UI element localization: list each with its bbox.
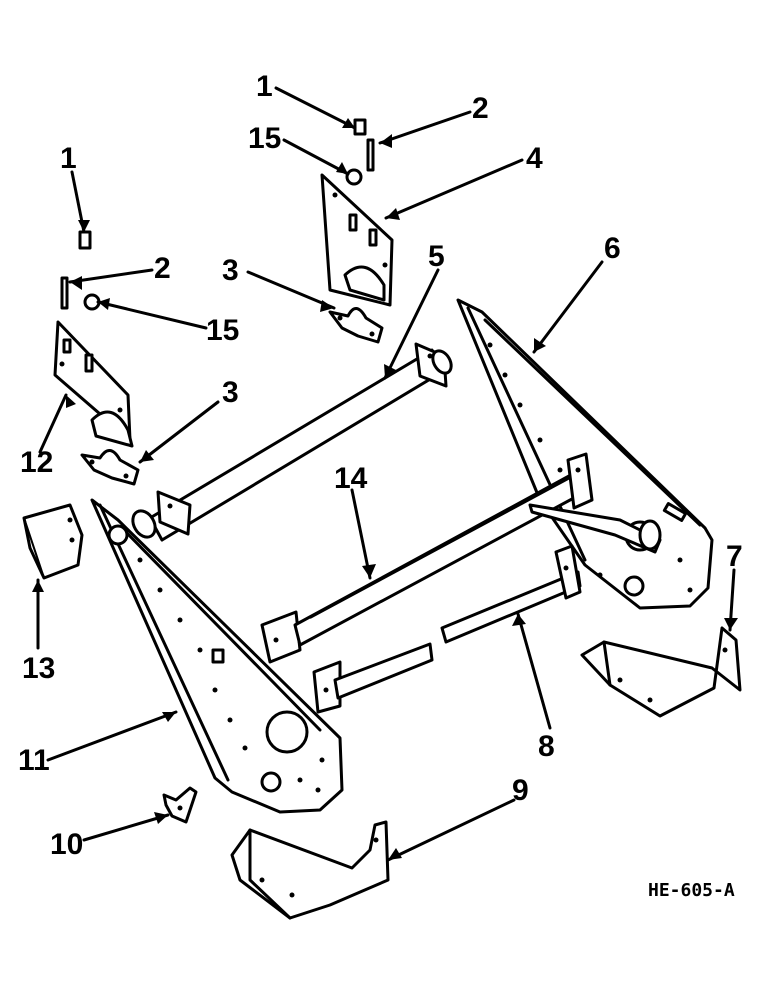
shaft-part (260, 452, 662, 664)
lower-tube-part (312, 544, 582, 714)
upper-clamp-part (328, 307, 384, 344)
left-side-frame-part (90, 498, 344, 814)
callout-1-top: 1 (256, 70, 273, 103)
callout-3-upper: 3 (222, 254, 239, 287)
callout-labels: 1 2 15 4 1 2 15 3 5 6 3 12 14 13 7 11 8 … (18, 70, 743, 901)
callout-5: 5 (428, 240, 445, 273)
lower-clamp-part (80, 449, 140, 486)
leader-lines (36, 86, 736, 862)
callout-15-left: 15 (206, 314, 239, 347)
callout-10: 10 (50, 828, 83, 861)
callout-12: 12 (20, 446, 53, 479)
callout-15-top: 15 (248, 122, 281, 155)
callout-13: 13 (22, 652, 55, 685)
callout-2-left: 2 (154, 252, 171, 285)
callout-7: 7 (726, 540, 743, 573)
leader-arrowheads (32, 118, 738, 860)
callout-2-top: 2 (472, 92, 489, 125)
figure-code: HE-605-A (648, 880, 735, 901)
upper-bracket-part (320, 173, 394, 307)
callout-3-lower: 3 (222, 376, 239, 409)
callout-4: 4 (526, 142, 543, 175)
right-foot-part (580, 626, 742, 718)
callout-9: 9 (512, 774, 529, 807)
shield-part (22, 503, 84, 580)
callout-11: 11 (18, 744, 50, 777)
left-bracket-part (53, 320, 134, 448)
callout-14: 14 (334, 462, 368, 495)
callout-8: 8 (538, 730, 555, 763)
callout-1-left: 1 (60, 142, 77, 175)
callout-6: 6 (604, 232, 621, 265)
small-bracket-part (162, 786, 198, 824)
upper-tube-part (131, 342, 453, 542)
left-foot-part (230, 820, 390, 920)
